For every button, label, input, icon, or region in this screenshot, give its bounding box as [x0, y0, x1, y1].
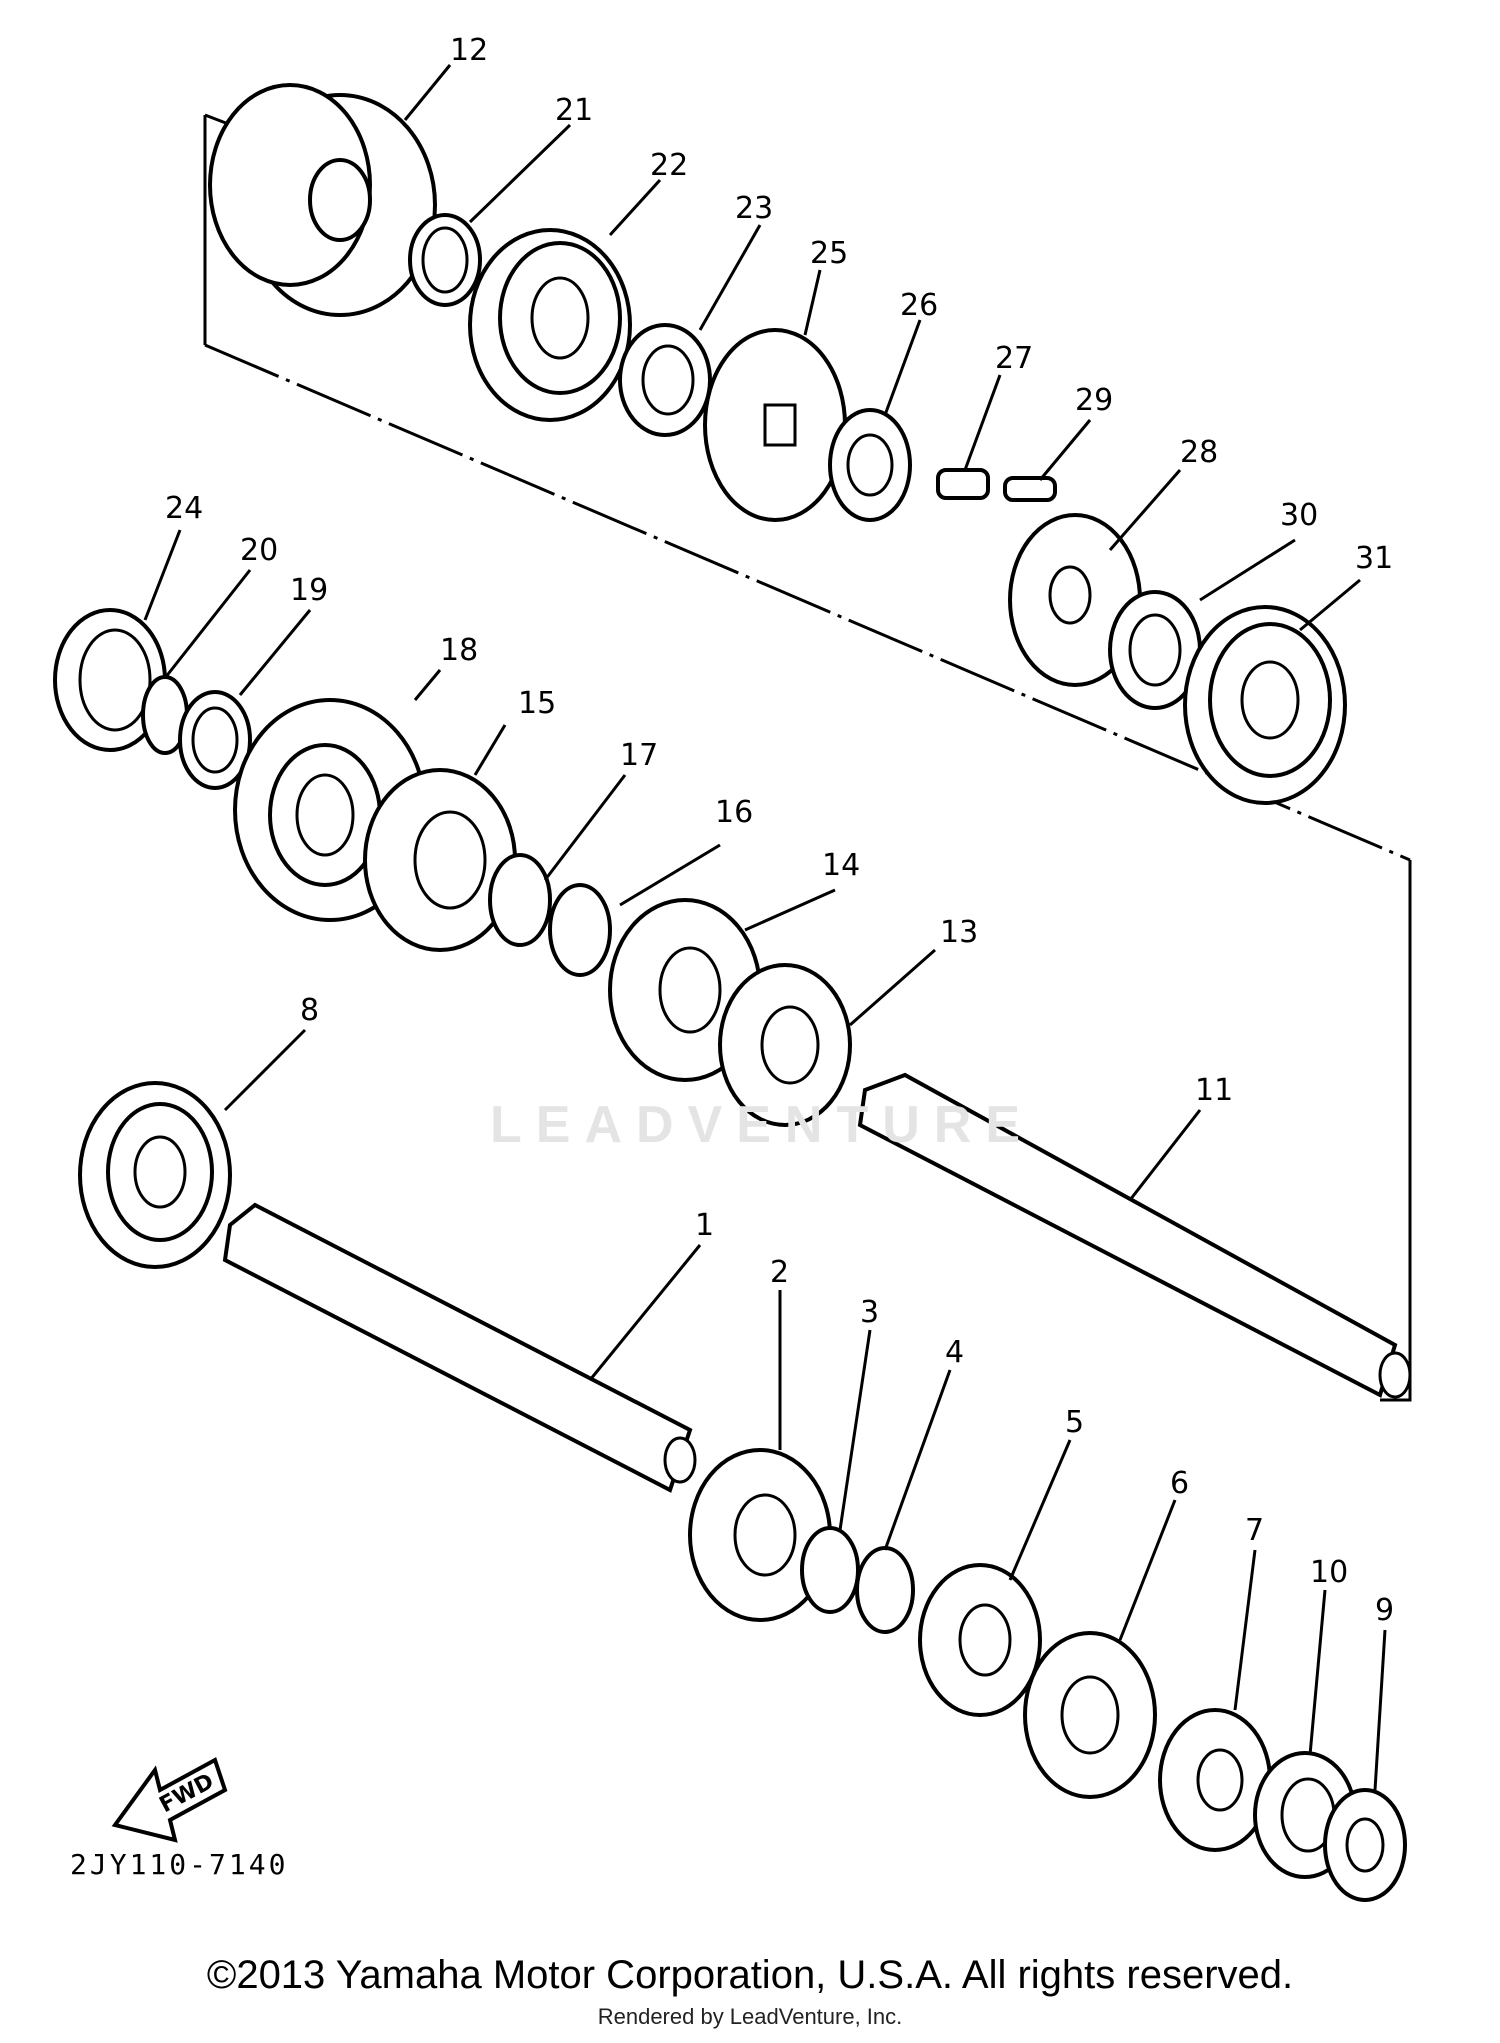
callout-9: 9 — [1375, 1593, 1394, 1628]
part-17-circlip[interactable] — [488, 853, 552, 947]
part-31-bearing[interactable] — [1183, 605, 1347, 805]
part-26-lock-washer[interactable] — [828, 408, 912, 522]
callout-14: 14 — [822, 848, 860, 883]
part-23-oil-seal[interactable] — [618, 323, 712, 437]
callout-21: 21 — [555, 93, 593, 128]
callout-5: 5 — [1065, 1405, 1084, 1440]
part-19-washer[interactable] — [178, 690, 252, 790]
callout-16: 16 — [715, 795, 753, 830]
part-5-gear[interactable] — [918, 1563, 1042, 1717]
callout-30: 30 — [1280, 498, 1318, 533]
callout-15: 15 — [518, 686, 556, 721]
part-2-gear[interactable] — [688, 1448, 832, 1622]
frame-line — [1380, 860, 1412, 1402]
watermark: LEADVENTURE — [490, 1096, 1035, 1154]
part-1-main-axle[interactable] — [222, 1202, 697, 1493]
part-22-bearing[interactable] — [468, 228, 632, 422]
part-6-gear[interactable] — [1023, 1631, 1157, 1799]
leader-lines — [143, 64, 1387, 1791]
part-7-gear[interactable] — [1158, 1708, 1272, 1852]
fwd-arrow-icon: FWD — [111, 1757, 228, 1843]
callout-1: 1 — [695, 1208, 714, 1243]
callout-4: 4 — [945, 1335, 964, 1370]
callout-23: 23 — [735, 191, 773, 226]
part-16-washer[interactable] — [548, 883, 612, 977]
copyright-notice: ©2013 Yamaha Motor Corporation, U.S.A. A… — [206, 1953, 1294, 1997]
part-4-washer[interactable] — [855, 1546, 915, 1634]
frame-line — [204, 343, 1411, 862]
part-29-screw[interactable] — [1003, 476, 1057, 502]
part-25-drive-sprocket[interactable] — [703, 328, 847, 522]
callout-17: 17 — [620, 738, 658, 773]
diagram-code: 2JY110-7140 — [70, 1848, 289, 1881]
callout-25: 25 — [810, 236, 848, 271]
callout-2: 2 — [770, 1255, 789, 1290]
part-8-bearing[interactable] — [78, 1081, 232, 1269]
callout-labels: 12 21 22 23 25 26 27 29 28 30 31 24 20 1… — [165, 33, 1394, 1628]
callout-22: 22 — [650, 148, 688, 183]
callout-18: 18 — [440, 633, 478, 668]
callout-10: 10 — [1310, 1555, 1348, 1590]
part-15-gear[interactable] — [363, 768, 517, 952]
part-12-gear[interactable] — [208, 83, 437, 317]
part-13-gear[interactable] — [718, 963, 852, 1127]
callout-24: 24 — [165, 491, 203, 526]
callout-31: 31 — [1355, 541, 1393, 576]
callout-13: 13 — [940, 915, 978, 950]
callout-20: 20 — [240, 533, 278, 568]
callout-7: 7 — [1245, 1513, 1264, 1548]
callout-26: 26 — [900, 288, 938, 323]
callout-8: 8 — [300, 993, 319, 1028]
callout-6: 6 — [1170, 1466, 1189, 1501]
part-3-circlip[interactable] — [800, 1526, 860, 1614]
callout-12: 12 — [450, 33, 488, 68]
rendered-by-credit: Rendered by LeadVenture, Inc. — [597, 2004, 903, 2029]
callout-27: 27 — [995, 341, 1033, 376]
callout-11: 11 — [1195, 1073, 1233, 1108]
callout-3: 3 — [860, 1295, 879, 1330]
part-11-drive-axle[interactable] — [857, 1072, 1412, 1399]
part-21-washer[interactable] — [408, 213, 482, 307]
part-27-bolt[interactable] — [936, 468, 990, 500]
callout-29: 29 — [1075, 383, 1113, 418]
part-9-oil-seal[interactable] — [1323, 1788, 1407, 1902]
callout-28: 28 — [1180, 435, 1218, 470]
callout-19: 19 — [290, 573, 328, 608]
